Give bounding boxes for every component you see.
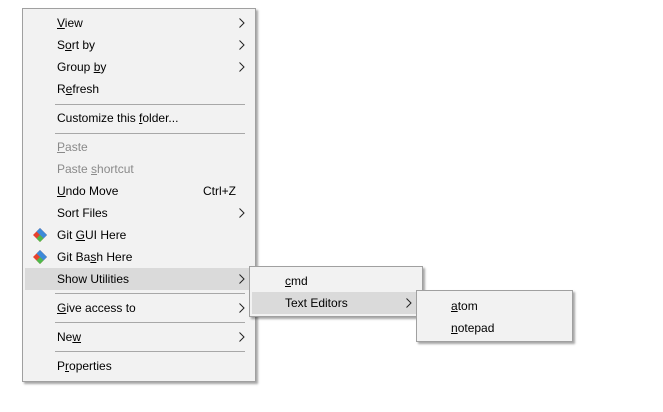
- menu-item-give-access[interactable]: Give access to: [25, 297, 253, 319]
- menu-item-refresh[interactable]: Refresh: [25, 78, 253, 100]
- menu-item-sort-files[interactable]: Sort Files: [25, 202, 253, 224]
- menu-item-sort-by[interactable]: Sort by: [25, 34, 253, 56]
- git-diamond-icon: [33, 228, 47, 242]
- menu-item-label: Sort by: [57, 38, 96, 52]
- menu-item-label: atom: [451, 299, 478, 313]
- git-diamond-icon: [33, 250, 47, 264]
- chevron-right-icon: [406, 298, 412, 308]
- menu-separator: [55, 104, 245, 105]
- menu-item-label: Paste shortcut: [57, 162, 134, 176]
- text-editors-submenu: atom notepad: [416, 290, 573, 342]
- utilities-submenu: cmd Text Editors: [249, 266, 423, 317]
- menu-separator: [55, 293, 245, 294]
- menu-item-label: cmd: [285, 274, 308, 288]
- chevron-right-icon: [239, 62, 245, 72]
- chevron-right-icon: [239, 18, 245, 28]
- menu-item-undo-move[interactable]: Undo Move Ctrl+Z: [25, 180, 253, 202]
- menu-item-cmd[interactable]: cmd: [252, 270, 420, 292]
- chevron-right-icon: [239, 274, 245, 284]
- menu-item-label: New: [57, 330, 82, 344]
- menu-item-label: Sort Files: [57, 206, 108, 220]
- menu-item-text-editors[interactable]: Text Editors: [252, 292, 420, 314]
- menu-item-paste: Paste: [25, 136, 253, 158]
- menu-item-new[interactable]: New: [25, 326, 253, 348]
- menu-item-label: Group by: [57, 60, 107, 74]
- context-menu: View Sort by Group by Refresh Customize …: [22, 8, 256, 382]
- menu-item-label: Paste: [57, 140, 88, 154]
- menu-item-label: Text Editors: [285, 296, 348, 310]
- menu-item-label: Git GUI Here: [57, 228, 127, 242]
- menu-item-atom[interactable]: atom: [419, 295, 570, 317]
- menu-item-git-gui[interactable]: Git GUI Here: [25, 224, 253, 246]
- chevron-right-icon: [239, 332, 245, 342]
- menu-item-label: Customize this folder...: [57, 111, 179, 125]
- menu-item-notepad[interactable]: notepad: [419, 317, 570, 339]
- menu-item-label: Show Utilities: [57, 272, 130, 286]
- chevron-right-icon: [239, 303, 245, 313]
- menu-item-label: Undo Move: [57, 184, 119, 198]
- chevron-right-icon: [239, 208, 245, 218]
- menu-item-label: Git Bash Here: [57, 250, 133, 264]
- menu-item-group-by[interactable]: Group by: [25, 56, 253, 78]
- shortcut-label: Ctrl+Z: [203, 184, 236, 198]
- menu-item-label: Refresh: [57, 82, 100, 96]
- menu-item-view[interactable]: View: [25, 12, 253, 34]
- menu-separator: [55, 133, 245, 134]
- menu-item-label: Properties: [57, 359, 112, 373]
- menu-item-label: Give access to: [57, 301, 136, 315]
- menu-item-properties[interactable]: Properties: [25, 355, 253, 377]
- menu-separator: [55, 322, 245, 323]
- menu-item-customize-folder[interactable]: Customize this folder...: [25, 107, 253, 129]
- menu-item-paste-shortcut: Paste shortcut: [25, 158, 253, 180]
- menu-item-label: notepad: [451, 321, 495, 335]
- chevron-right-icon: [239, 40, 245, 50]
- menu-separator: [55, 351, 245, 352]
- menu-item-show-utilities[interactable]: Show Utilities: [25, 268, 253, 290]
- menu-item-label: View: [57, 16, 83, 30]
- menu-item-git-bash[interactable]: Git Bash Here: [25, 246, 253, 268]
